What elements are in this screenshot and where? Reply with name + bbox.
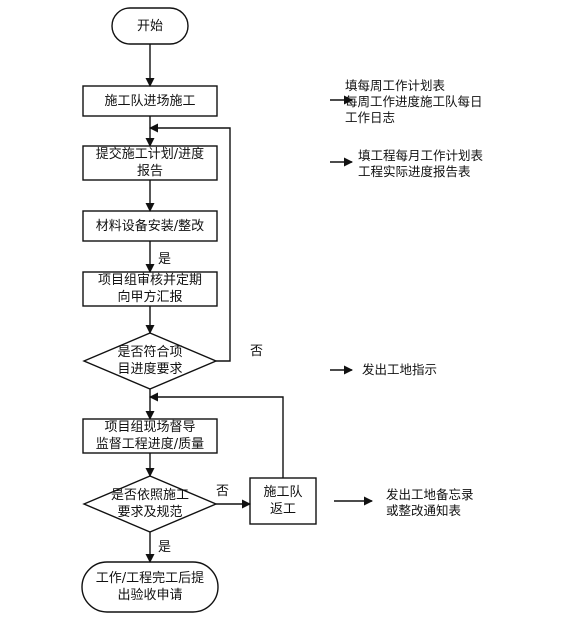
no-label-2: 否 [216,484,230,499]
end-label: 工作/工程完工后提 出验收申请 [82,562,218,612]
end-line1: 工作/工程完工后提 [95,571,205,586]
step3-label: 材料设备安装/整改 [95,218,205,234]
step2-label: 提交施工计划/进度 报告 [83,146,217,180]
step4-label: 项目组审核并定期 向甲方汇报 [83,272,217,306]
note2-line1: 填工程每月工作计划表 [358,148,484,163]
loop-rework-back [149,392,284,478]
note1-line2: 每周工作进度施工队每日 [345,94,483,109]
decision1-line2: 目进度要求 [117,362,183,377]
note3: 发出工地指示 [362,362,438,377]
decision1-label: 是否符合项 目进度要求 [96,344,204,378]
rework-line1: 施工队 [263,485,303,500]
rework-label: 施工队 返工 [250,478,316,524]
end-line2: 出验收申请 [117,588,183,603]
yes-label-2: 是 [158,540,172,555]
note4-line1: 发出工地备忘录 [386,487,474,502]
step2-line2: 报告 [136,164,163,179]
note2-line2: 工程实际进度报告表 [358,164,471,179]
decision2-line1: 是否依照施工 [110,488,189,503]
note1: 填每周工作计划表 每周工作进度施工队每日 工作日志 [345,78,483,126]
step2-line1: 提交施工计划/进度 [95,147,205,162]
decision2-label: 是否依照施工 要求及规范 [96,487,204,521]
step5-line2: 监督工程进度/质量 [95,437,205,452]
start-label: 开始 [136,18,163,34]
decision2-line2: 要求及规范 [117,505,183,520]
note1-line1: 填每周工作计划表 [345,78,446,93]
note1-line3: 工作日志 [345,110,396,125]
rework-line2: 返工 [269,502,296,517]
loop-decision1-no [149,123,231,362]
step1-label: 施工队进场施工 [104,93,196,109]
note4: 发出工地备忘录 或整改通知表 [386,487,474,519]
step5-label: 项目组现场督导 监督工程进度/质量 [83,419,217,453]
note4-line2: 或整改通知表 [386,503,462,518]
step5-line1: 项目组现场督导 [104,420,196,435]
note2: 填工程每月工作计划表 工程实际进度报告表 [358,148,483,180]
yes-label-1: 是 [158,252,172,267]
decision1-line1: 是否符合项 [117,345,183,360]
step4-line2: 向甲方汇报 [117,290,183,305]
no-label-1: 否 [250,344,264,359]
step4-line1: 项目组审核并定期 [97,273,202,288]
